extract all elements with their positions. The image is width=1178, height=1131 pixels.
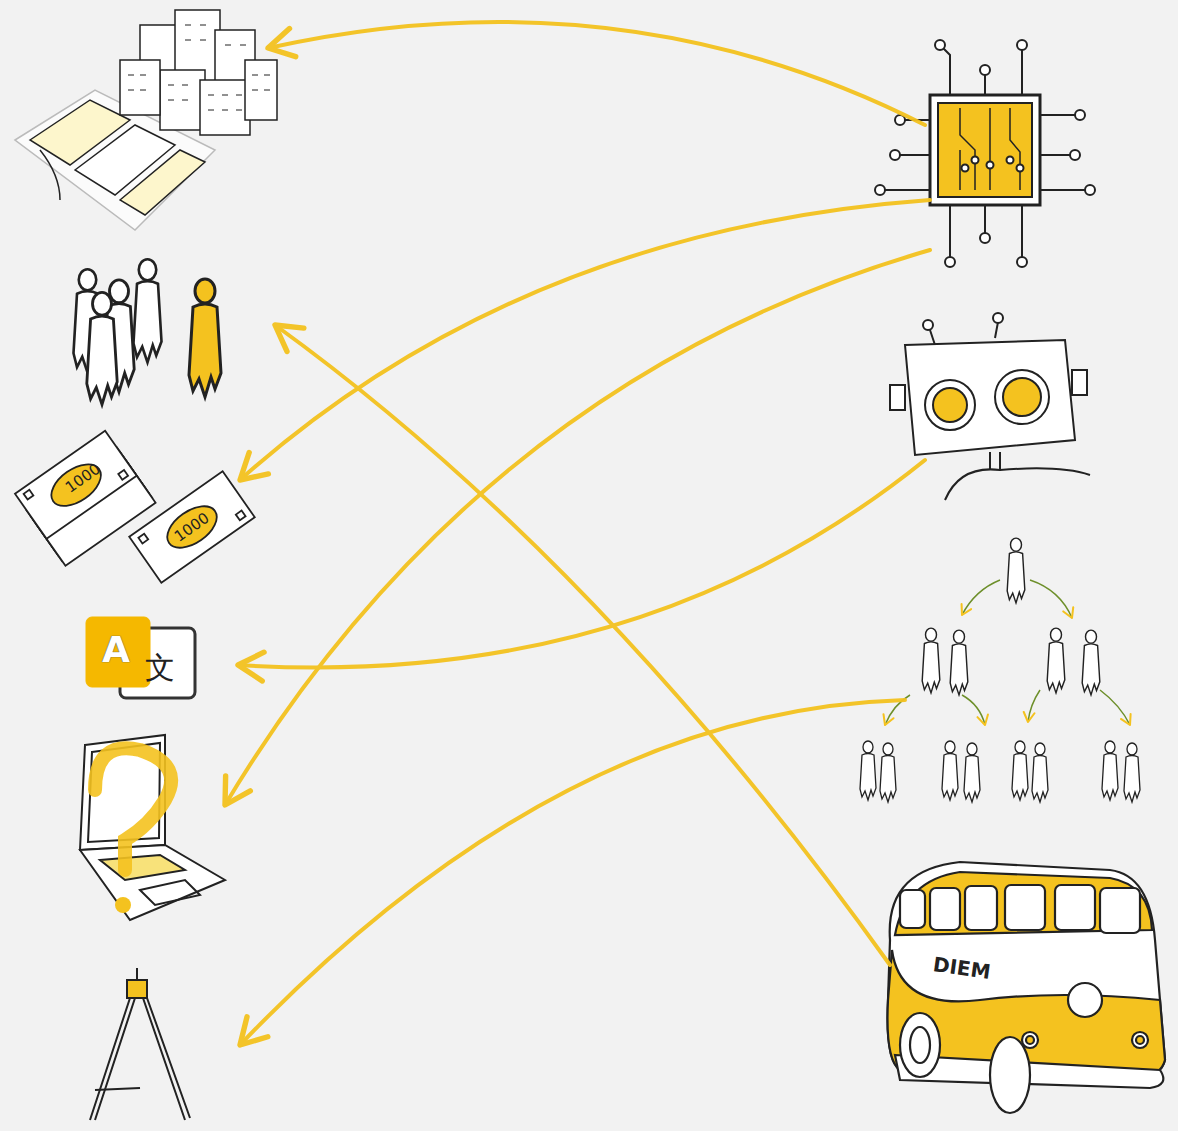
compass-icon — [90, 968, 190, 1120]
laptop-icon — [80, 735, 225, 920]
chip-icon — [875, 40, 1095, 267]
robot-icon — [890, 313, 1090, 500]
translate-icon — [86, 617, 195, 698]
people-icon — [74, 259, 222, 404]
bus-icon — [888, 862, 1166, 1113]
hierarchy-icon — [860, 538, 1140, 802]
translate-character: 文 — [145, 653, 175, 683]
translate-letter: A — [102, 632, 130, 668]
banknote-icon — [15, 431, 255, 583]
city-icon — [15, 10, 277, 230]
arrow — [225, 22, 930, 1045]
